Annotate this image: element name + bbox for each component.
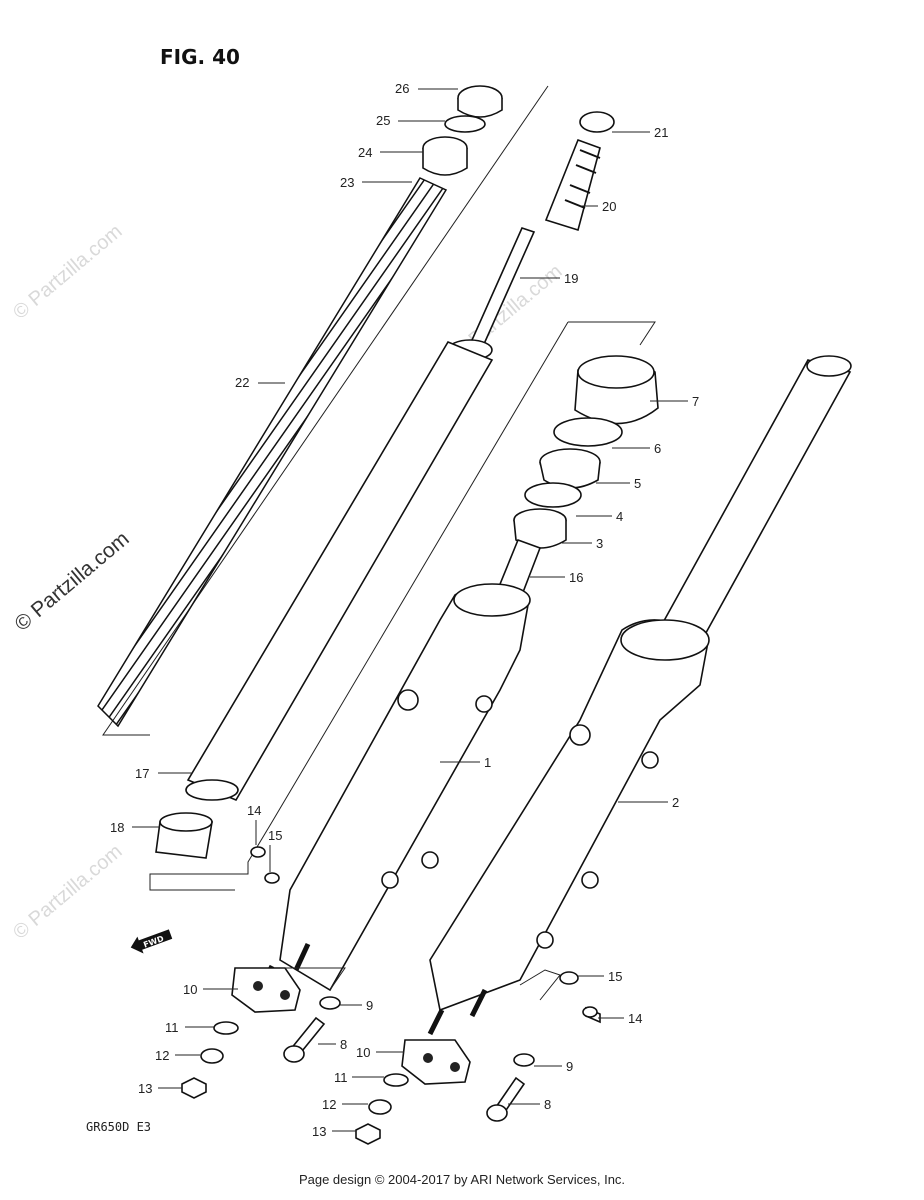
slide-bushing-top <box>159 812 213 832</box>
callout-20: 20 <box>602 199 616 214</box>
callout-22: 22 <box>235 375 249 390</box>
inner-tube-section <box>186 340 494 802</box>
mount-boss-icon <box>421 851 439 869</box>
callout-26: 26 <box>395 81 409 96</box>
washer-icon <box>513 1053 535 1067</box>
callout-15: 15 <box>608 969 622 984</box>
leader-lines <box>132 88 688 1132</box>
dust-seal-top <box>577 355 655 389</box>
mount-boss-icon <box>475 695 493 713</box>
mount-boss-icon <box>381 871 399 889</box>
fork-spring-icon <box>97 177 448 728</box>
callout-24: 24 <box>358 145 372 160</box>
callout-14: 14 <box>628 1011 642 1026</box>
callout-23: 23 <box>340 175 354 190</box>
svg-text:FWD: FWD <box>142 934 165 950</box>
outer-tube-right-top <box>620 619 710 661</box>
group-bracket <box>568 321 656 346</box>
callout-6: 6 <box>654 441 661 456</box>
lock-washer-icon <box>368 1099 392 1115</box>
callout-18: 18 <box>110 820 124 835</box>
fork-cap-body <box>457 98 503 118</box>
callout-1: 1 <box>484 755 491 770</box>
piston-ring-icon <box>579 111 615 133</box>
mount-boss-icon <box>641 751 659 769</box>
outer-tube-left-top <box>453 583 531 617</box>
axle-holder-icon <box>401 1039 471 1085</box>
spacer-body <box>422 148 468 176</box>
callout-10: 10 <box>356 1045 370 1060</box>
inner-tube-right-icon <box>658 359 852 641</box>
washer-icon <box>213 1021 239 1035</box>
stopper-ring-icon <box>553 417 623 447</box>
inner-tube-right-top <box>806 355 852 377</box>
small-bolt-head <box>582 1006 598 1018</box>
lock-washer-icon <box>200 1048 224 1064</box>
callout-5: 5 <box>634 476 641 491</box>
bolt-head-icon <box>283 1045 305 1063</box>
callout-13: 13 <box>312 1124 326 1139</box>
callout-14: 14 <box>247 803 261 818</box>
washer-icon <box>264 872 280 884</box>
group-bracket <box>519 969 561 1001</box>
nut-icon <box>181 1077 207 1099</box>
mount-boss-icon <box>581 871 599 889</box>
callout-8: 8 <box>544 1097 551 1112</box>
callout-labels: 26 25 24 23 22 21 20 19 7 6 5 4 3 16 1 2… <box>110 81 699 1139</box>
callout-19: 19 <box>564 271 578 286</box>
callout-4: 4 <box>616 509 623 524</box>
retainer-icon <box>524 482 582 508</box>
callout-12: 12 <box>155 1048 169 1063</box>
washer-icon <box>319 996 341 1010</box>
watermark-text: © Partzilla.com <box>9 220 126 323</box>
washer-icon <box>383 1073 409 1087</box>
callout-7: 7 <box>692 394 699 409</box>
model-code: GR650D E3 <box>86 1120 151 1134</box>
nut-icon <box>355 1123 381 1145</box>
figure-title: FIG. 40 <box>160 45 240 69</box>
right-axle-hardware <box>355 971 601 1145</box>
callout-16: 16 <box>569 570 583 585</box>
callout-25: 25 <box>376 113 390 128</box>
callout-8: 8 <box>340 1037 347 1052</box>
washer-icon <box>559 971 579 985</box>
callout-21: 21 <box>654 125 668 140</box>
group-bracket <box>149 321 569 891</box>
damper-rod-top <box>544 138 601 232</box>
outer-tube-2-group <box>427 355 852 1036</box>
axle-holder-icon <box>231 967 301 1013</box>
watermark-text: © Partzilla.com <box>10 527 133 636</box>
callout-17: 17 <box>135 766 149 781</box>
o-ring-icon <box>444 115 486 133</box>
outer-tube-1-group <box>149 321 659 992</box>
mount-boss-icon <box>397 689 419 711</box>
callout-2: 2 <box>672 795 679 810</box>
group-bracket <box>280 967 346 991</box>
watermark-text: © Partzilla.com <box>9 840 126 943</box>
callout-13: 13 <box>138 1081 152 1096</box>
left-axle-hardware <box>181 846 346 1099</box>
callout-9: 9 <box>366 998 373 1013</box>
callout-15: 15 <box>268 828 282 843</box>
callout-10: 10 <box>183 982 197 997</box>
forward-arrow-icon: FWD <box>130 929 173 954</box>
page-footer: Page design © 2004-2017 by ARI Network S… <box>298 1172 626 1187</box>
callout-11: 11 <box>334 1070 348 1085</box>
group-bracket <box>102 85 549 736</box>
mount-boss-icon <box>569 724 591 746</box>
callout-11: 11 <box>165 1020 179 1035</box>
callout-9: 9 <box>566 1059 573 1074</box>
callout-12: 12 <box>322 1097 336 1112</box>
spring-group <box>97 85 615 859</box>
mount-boss-icon <box>536 931 554 949</box>
bolt-head-icon <box>486 1104 508 1122</box>
small-bolt-icon <box>250 846 266 858</box>
bushing-icon <box>185 779 239 801</box>
callout-3: 3 <box>596 536 603 551</box>
